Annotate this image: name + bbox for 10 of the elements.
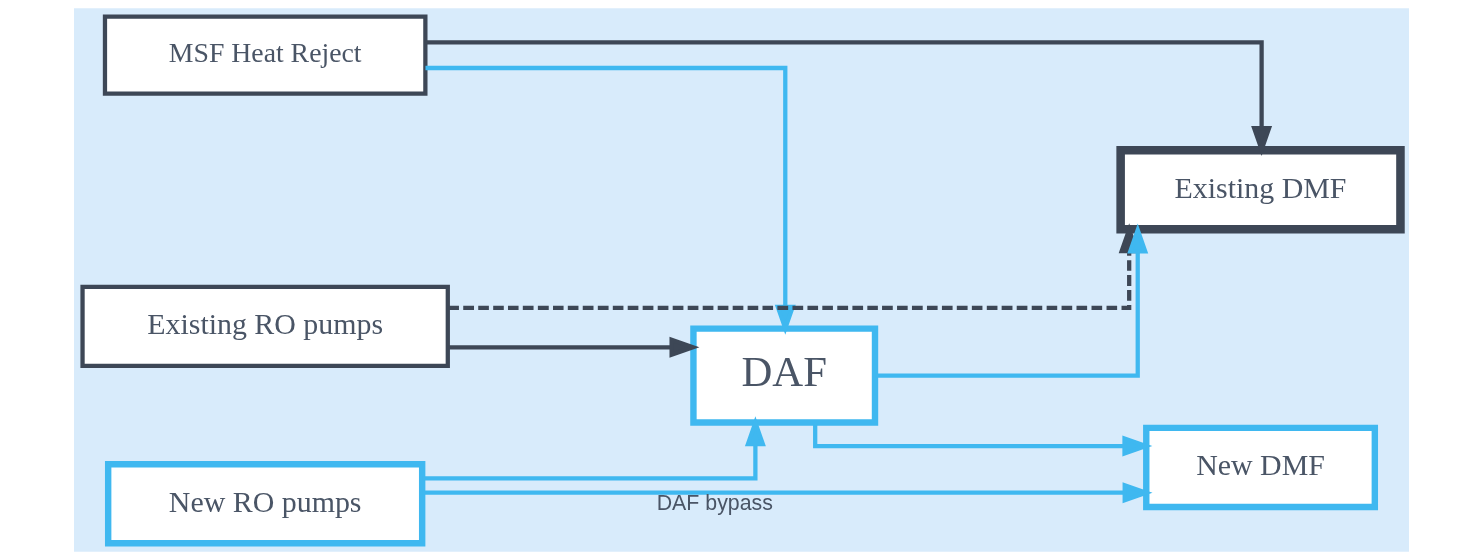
arrow [447,336,699,358]
edge-label: DAF bypass [656,490,773,515]
arrow [812,423,1152,457]
node-box: New RO pumps [104,461,425,547]
node-box: DAF [689,325,878,426]
node-box: New DMF [1142,424,1378,511]
node-box: MSF Heat Reject [102,14,427,96]
node-box: Existing RO pumps [79,284,450,369]
arrow [425,40,1272,156]
node-box: Existing DMF [1115,145,1405,234]
